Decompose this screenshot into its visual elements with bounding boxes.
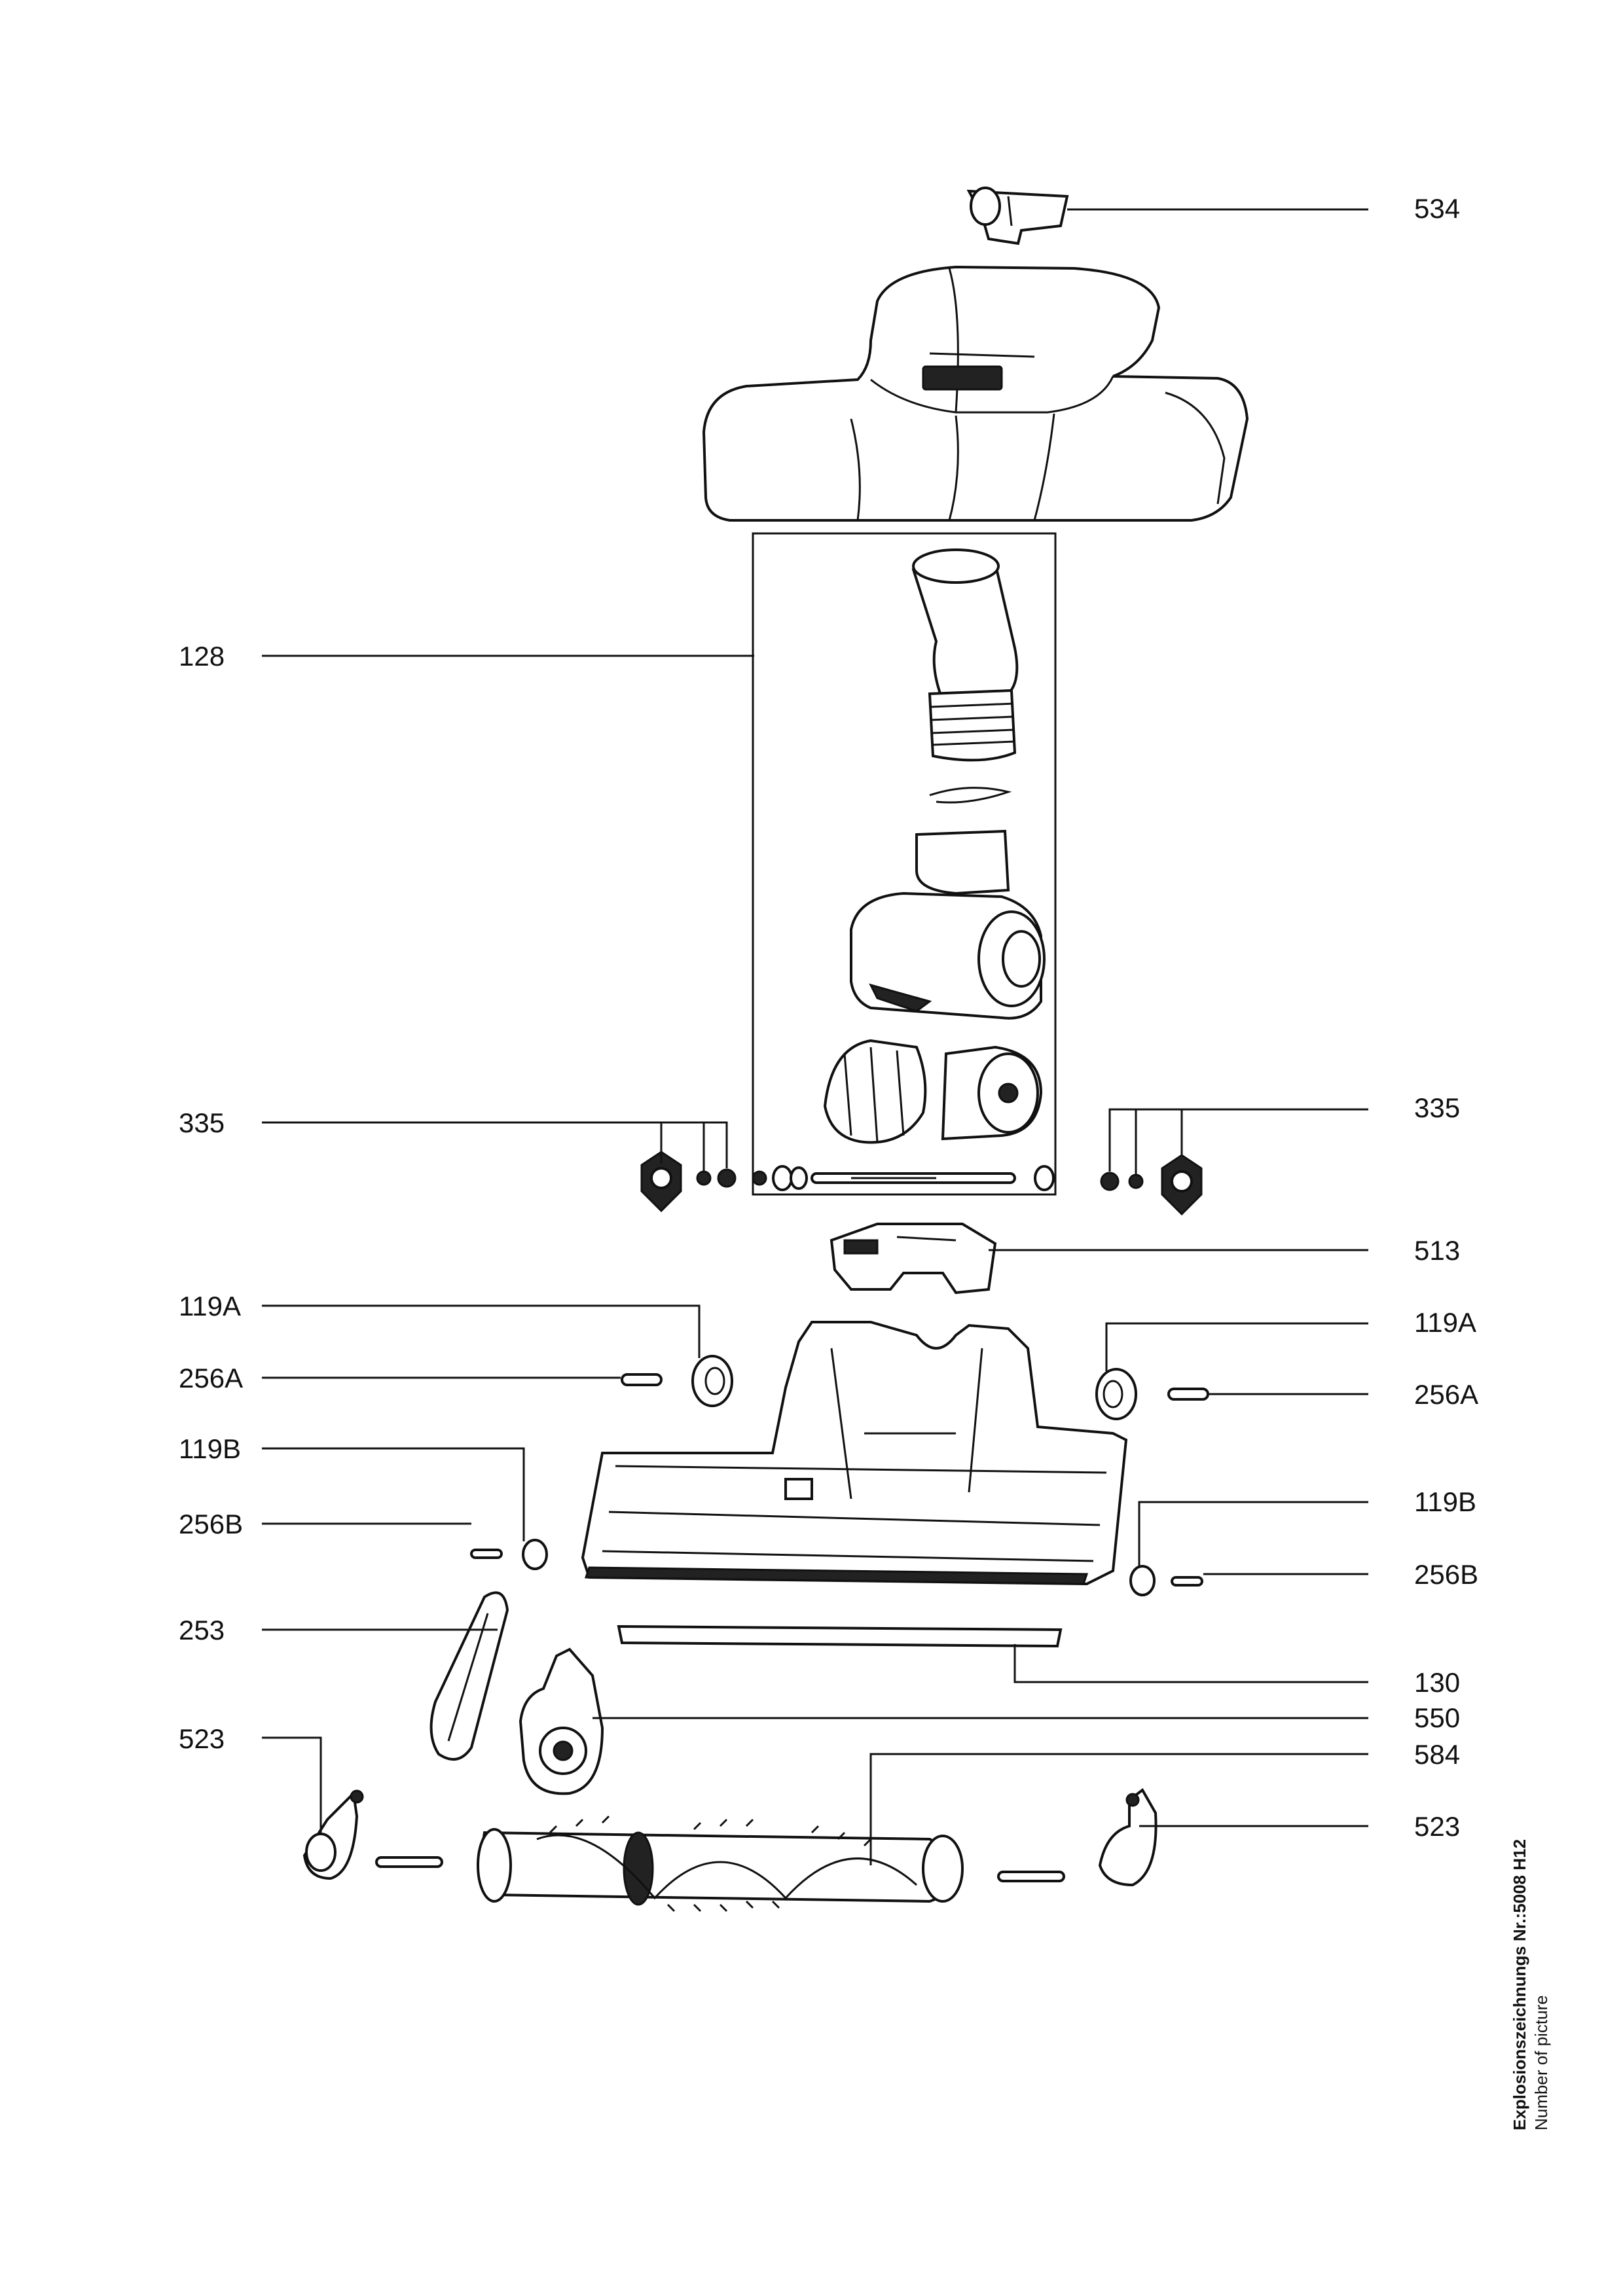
part-550-cover — [519, 1647, 604, 1795]
part-584-brush-roller — [477, 1815, 964, 1912]
assembly-128-box — [752, 532, 1057, 1196]
caption-title: Explosionszeichnungs Nr.:5008 H12 — [1510, 1839, 1529, 2130]
wheel-119B-left — [522, 1539, 548, 1570]
label-335-left: 335 — [179, 1107, 225, 1138]
pin-256A-left — [621, 1373, 663, 1386]
upper-cover-housing — [702, 265, 1249, 522]
label-256B-left: 256B — [179, 1509, 244, 1539]
spring-clip — [929, 787, 1012, 804]
label-550: 550 — [1414, 1702, 1461, 1733]
label-119A-left: 119A — [179, 1291, 241, 1321]
part-513-bracket — [830, 1223, 997, 1295]
drawing-caption: Explosionszeichnungs Nr.:5008 H12 Number… — [1509, 1839, 1552, 2130]
part-130-strip — [617, 1624, 1063, 1648]
label-534: 534 — [1414, 193, 1461, 224]
label-119B-left: 119B — [179, 1433, 241, 1464]
label-256B-right: 256B — [1414, 1559, 1479, 1590]
wheel-119B-right — [1129, 1565, 1156, 1596]
pin-left-roller — [375, 1856, 443, 1868]
part-534-clip — [966, 187, 1069, 245]
label-119B-right: 119B — [1414, 1486, 1476, 1517]
label-335-right: 335 — [1414, 1092, 1461, 1123]
label-523-right: 523 — [1414, 1811, 1461, 1842]
pin-right-roller — [997, 1871, 1065, 1882]
hose-elbow — [911, 548, 1019, 762]
caption-subtitle: Number of picture — [1531, 1995, 1551, 2130]
leader-lines — [262, 208, 1368, 1865]
axle-shaft — [752, 1165, 1055, 1191]
pin-256B-left — [470, 1549, 503, 1559]
label-523-left: 523 — [179, 1723, 225, 1754]
wheel-119A-right — [1095, 1368, 1137, 1420]
pin-256A-right — [1167, 1388, 1209, 1401]
label-253: 253 — [179, 1615, 225, 1645]
part-523-right-bearing — [1098, 1788, 1158, 1887]
label-119A-right: 119A — [1414, 1307, 1476, 1338]
label-584: 584 — [1414, 1739, 1461, 1770]
label-513: 513 — [1414, 1235, 1461, 1266]
part-335-left-hub — [640, 1151, 737, 1213]
base-plate — [581, 1321, 1128, 1586]
wheel-119A-left — [691, 1355, 733, 1407]
label-128: 128 — [179, 641, 225, 672]
turbine-rotor — [823, 1039, 1043, 1144]
label-130: 130 — [1414, 1667, 1461, 1698]
part-523-left-bearing — [302, 1789, 364, 1880]
part-335-right-hub — [1100, 1154, 1203, 1216]
pin-256B-right — [1171, 1576, 1203, 1587]
label-256A-right: 256A — [1414, 1379, 1479, 1410]
label-256A-left: 256A — [179, 1363, 244, 1393]
turbine-housing — [850, 829, 1046, 1020]
